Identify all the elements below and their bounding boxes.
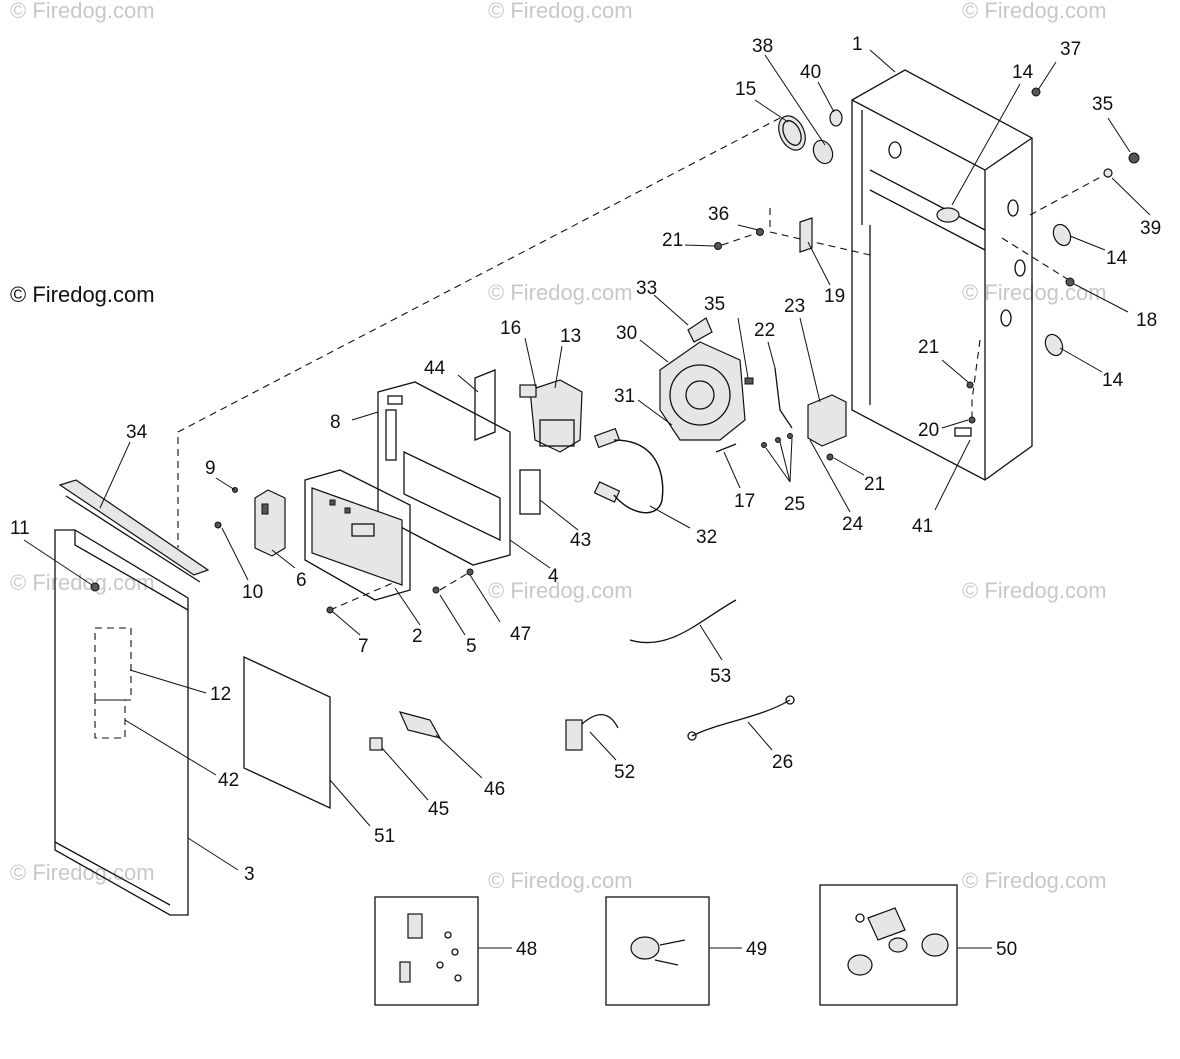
- callout-17: 17: [734, 491, 755, 512]
- gas-valve: [519, 379, 583, 453]
- callout-3: 3: [244, 864, 255, 885]
- callout-51: 51: [374, 826, 395, 847]
- callout-14: 14: [1012, 62, 1034, 83]
- callout-38: 38: [752, 36, 773, 57]
- callout-45: 45: [428, 799, 449, 820]
- wire-harnesses: [565, 599, 795, 751]
- callout-5: 5: [466, 636, 477, 657]
- callout-16: 16: [500, 318, 521, 339]
- callout-43: 43: [570, 530, 591, 551]
- tags: [474, 369, 541, 515]
- callout-8: 8: [330, 412, 341, 433]
- callout-9: 9: [205, 458, 216, 479]
- watermark: © Firedog.com: [488, 578, 633, 603]
- callout-21: 21: [864, 474, 885, 495]
- callout-42: 42: [218, 770, 239, 791]
- callout-39: 39: [1140, 218, 1161, 239]
- callout-20: 20: [918, 420, 939, 441]
- callout-12: 12: [210, 684, 231, 705]
- callout-19: 19: [824, 286, 845, 307]
- gas-regulator: [659, 317, 754, 441]
- flex-hose: [593, 427, 664, 514]
- watermark: © Firedog.com: [488, 0, 633, 23]
- watermark: © Firedog.com: [488, 868, 633, 893]
- callout-46: 46: [484, 779, 505, 800]
- circuit-breaker: [254, 489, 286, 557]
- watermark: © Firedog.com: [488, 280, 633, 305]
- callout-52: 52: [614, 762, 635, 783]
- callout-35: 35: [1092, 94, 1113, 115]
- callout-10: 10: [242, 582, 263, 603]
- callout-2: 2: [412, 626, 423, 647]
- callout-21: 21: [918, 337, 939, 358]
- callout-47: 47: [510, 624, 531, 645]
- leader-lines: [23, 49, 1151, 871]
- callout-11: 11: [10, 518, 30, 539]
- control-board: [304, 469, 411, 601]
- gasket-sheet: [243, 655, 331, 810]
- top-rail: [58, 479, 210, 583]
- connectors: [369, 711, 442, 751]
- callout-4: 4: [548, 566, 559, 587]
- callout-15: 15: [735, 79, 756, 100]
- callout-23: 23: [784, 296, 805, 317]
- callout-33: 33: [636, 278, 657, 299]
- callout-44: 44: [424, 358, 446, 379]
- callout-48: 48: [516, 939, 537, 960]
- callout-30: 30: [616, 323, 637, 344]
- callout-13: 13: [560, 326, 581, 347]
- watermark: © Firedog.com: [10, 0, 155, 23]
- callout-31: 31: [614, 386, 635, 407]
- watermark: © Firedog.com: [962, 868, 1107, 893]
- callout-40: 40: [800, 62, 821, 83]
- callout-6: 6: [296, 570, 307, 591]
- callout-21: 21: [662, 230, 683, 251]
- callout-37: 37: [1060, 39, 1081, 60]
- copyright-text: © Firedog.com: [10, 282, 155, 307]
- grommets: [778, 87, 1140, 357]
- callout-1: 1: [852, 34, 863, 55]
- assembly-dashed-lines: [177, 117, 1111, 611]
- watermark: © Firedog.com: [10, 570, 155, 595]
- callout-34: 34: [126, 422, 148, 443]
- watermark-group: © Firedog.com © Firedog.com © Firedog.co…: [10, 0, 1107, 893]
- callout-26: 26: [772, 752, 793, 773]
- small-fasteners: [90, 487, 474, 614]
- callout-25: 25: [784, 494, 805, 515]
- callout-24: 24: [842, 514, 864, 535]
- callout-7: 7: [358, 636, 369, 657]
- watermark: © Firedog.com: [962, 280, 1107, 305]
- callout-41: 41: [912, 516, 933, 537]
- watermark: © Firedog.com: [962, 578, 1107, 603]
- callout-14: 14: [1106, 248, 1128, 269]
- callout-35: 35: [704, 294, 725, 315]
- callout-53: 53: [710, 666, 731, 687]
- callout-36: 36: [708, 204, 729, 225]
- callout-49: 49: [746, 939, 767, 960]
- watermark: © Firedog.com: [10, 860, 155, 885]
- callout-labels: 1 2 3 4 5 6 7 8 9 10 11 12 13 14 14 14 1…: [10, 34, 1161, 960]
- callout-32: 32: [696, 527, 717, 548]
- door-panel: [54, 529, 189, 916]
- watermark: © Firedog.com: [962, 0, 1107, 23]
- kit-boxes: [374, 884, 958, 1006]
- callout-22: 22: [754, 320, 775, 341]
- switch-assembly: [715, 367, 847, 453]
- enclosure-box: [851, 69, 1033, 481]
- callout-18: 18: [1136, 310, 1157, 331]
- callout-14: 14: [1102, 370, 1124, 391]
- callout-50: 50: [996, 939, 1017, 960]
